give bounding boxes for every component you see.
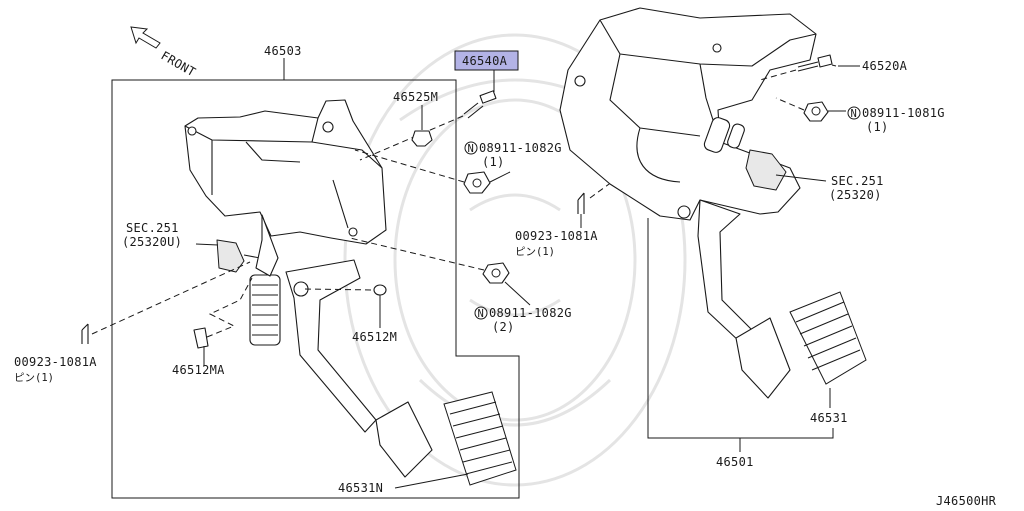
label-25320u: (25320U) [122, 235, 182, 249]
right-pedal-pad [789, 291, 867, 385]
dashed-nut-right-line [775, 97, 805, 111]
right-pedal-bracket [559, 7, 817, 221]
watermark-emblem [343, 33, 687, 487]
nut-upper-left-icon [463, 171, 491, 194]
assembly-left-boundary [111, 79, 520, 499]
nut-symbol-a-icon: N [464, 141, 478, 155]
dashed-bolt-line [359, 115, 464, 161]
label-46531n: 46531N [338, 481, 383, 495]
label-sec251-left: SEC.251 [126, 221, 179, 235]
nut-right-icon [803, 101, 829, 122]
label-nut-b-qty: (2) [492, 320, 515, 334]
label-46512ma: 46512MA [172, 363, 225, 377]
label-nut-right-qty: (1) [866, 120, 889, 134]
label-sec251-right: SEC.251 [831, 174, 884, 188]
dashed-bushing-line [304, 288, 375, 291]
dashed-nut-a-line [354, 149, 465, 183]
label-pin-left-ref: 00923-1081A [14, 355, 97, 369]
leader-46531n [394, 473, 469, 489]
right-brake-switch [745, 149, 787, 191]
left-pedal-arm [285, 259, 433, 478]
left-pedal-bracket [184, 99, 387, 245]
label-46503: 46503 [264, 44, 302, 58]
label-pin-left-qty: ピン(1) [14, 372, 54, 384]
highlight-46540a [454, 50, 519, 71]
label-nut-a-qty: (1) [482, 155, 505, 169]
stopper-46512ma [193, 277, 253, 366]
bushing-46512m [373, 284, 387, 328]
left-pedal-pad [443, 391, 517, 486]
left-spring-assembly [249, 214, 281, 346]
front-arrow-icon [130, 26, 161, 49]
label-pin-center-qty: ピン(1) [515, 246, 555, 258]
center-pin-icon [577, 192, 585, 214]
nut-symbol-b-icon: N [474, 306, 488, 320]
leader-nut-a [489, 171, 511, 183]
label-nut-a-ref: 08911-1082G [479, 141, 562, 155]
right-pedal-arm [697, 199, 791, 399]
label-nut-b-ref: 08911-1082G [489, 306, 572, 320]
dashed-nut-b-line [349, 237, 485, 271]
label-46525m: 46525M [393, 90, 438, 104]
leader-46520a [831, 64, 837, 67]
dashed-bolt-right-line [759, 69, 797, 81]
label-46501: 46501 [716, 455, 754, 469]
leader-nut-b [504, 281, 531, 306]
left-pin-icon [81, 323, 89, 344]
leader-sec251-left [195, 243, 219, 246]
dashed-left-pin-line [91, 261, 251, 335]
label-nut-right-ref: 08911-1081G [862, 106, 945, 120]
label-46512m: 46512M [352, 330, 397, 344]
svg-text:N: N [851, 108, 857, 120]
svg-text:N: N [468, 143, 474, 155]
leader-sec251-right [775, 174, 827, 182]
label-pin-center-ref: 00923-1081A [515, 229, 598, 243]
diagram-code: J46500HR [936, 494, 997, 508]
label-46531: 46531 [810, 411, 848, 425]
nut-lower-left-icon [482, 262, 510, 284]
nut-symbol-right-icon: N [847, 106, 861, 120]
label-25320: (25320) [829, 188, 882, 202]
bolt-46540a-icon [463, 90, 497, 119]
svg-text:N: N [478, 308, 484, 320]
label-46540a[interactable]: 46540A [462, 54, 508, 68]
bolt-46520a-icon [797, 54, 833, 72]
front-label: FRONT [159, 48, 199, 79]
label-46520a: 46520A [862, 59, 908, 73]
nut-46525m-icon [411, 130, 433, 147]
